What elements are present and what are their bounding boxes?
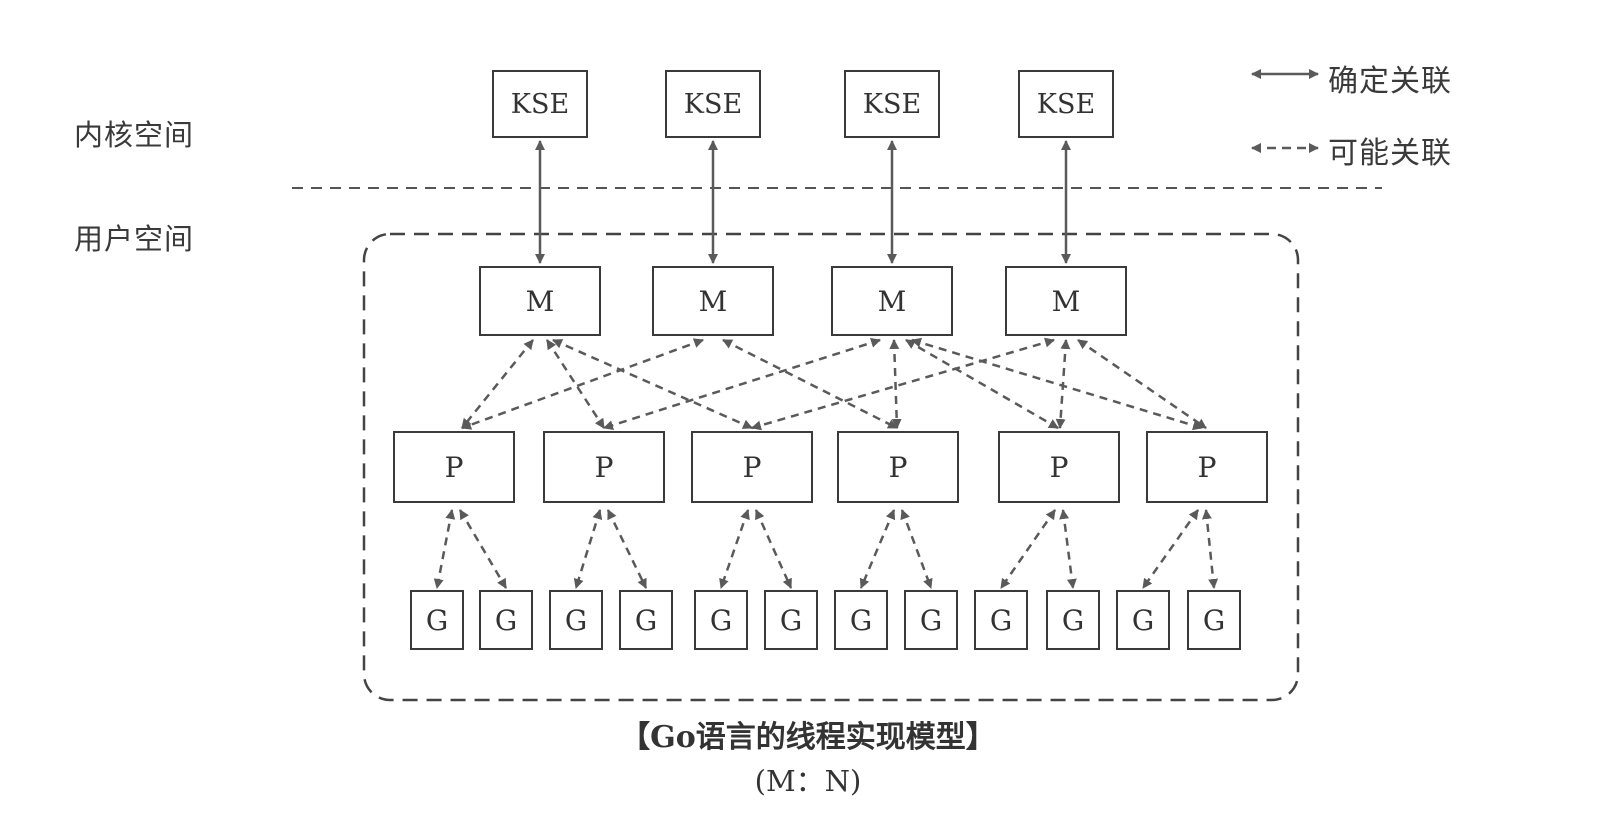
g-node: G (974, 590, 1028, 650)
g-node: G (1187, 590, 1241, 650)
m-p-link (1077, 338, 1207, 430)
kse-node: KSE (665, 70, 761, 138)
g-node: G (1046, 590, 1100, 650)
g-node: G (549, 590, 603, 650)
kse-node: KSE (492, 70, 588, 138)
user-space-label: 用户空间 (74, 222, 195, 256)
g-node: G (619, 590, 673, 650)
m-p-link (905, 338, 1059, 430)
p-g-link (573, 509, 603, 589)
diagram-subtitle: (M：N) (754, 764, 862, 798)
user-space-container (362, 232, 1300, 702)
m-p-link (911, 337, 1203, 431)
kse-node: KSE (1018, 70, 1114, 138)
p-g-link (1059, 509, 1077, 589)
m-node: M (1005, 266, 1127, 336)
g-node: G (410, 590, 464, 650)
m-node: M (479, 266, 601, 336)
g-node: G (694, 590, 748, 650)
kse-node: KSE (844, 70, 940, 138)
m-p-link (751, 337, 1055, 431)
m-p-link (603, 337, 881, 431)
legend-dashed-label: 可能关联 (1328, 136, 1452, 171)
diagram-title: 【Go语言的线程实现模型】 (620, 720, 996, 755)
legend-solid-label: 确定关联 (1328, 64, 1452, 99)
g-node: G (479, 590, 533, 650)
p-g-link (1141, 509, 1200, 589)
p-g-link (606, 509, 648, 589)
p-g-link (900, 509, 933, 589)
p-node: P (543, 431, 665, 503)
m-p-link (545, 339, 606, 429)
m-node: M (652, 266, 774, 336)
kse-m-links (535, 140, 1071, 264)
p-g-links (433, 509, 1219, 589)
p-node: P (691, 431, 813, 503)
g-node: G (834, 590, 888, 650)
kernel-space-label: 内核空间 (74, 118, 195, 152)
p-node: P (393, 431, 515, 503)
m-p-link (461, 339, 534, 429)
g-node: G (764, 590, 818, 650)
m-node: M (831, 266, 953, 336)
p-g-link (1201, 509, 1219, 589)
g-node: G (1116, 590, 1170, 650)
p-node: P (1146, 431, 1268, 503)
m-p-link (889, 339, 902, 429)
p-g-link (859, 509, 896, 589)
m-p-links (461, 337, 1207, 431)
p-g-link (754, 509, 793, 589)
p-g-link (719, 509, 750, 589)
p-node: P (998, 431, 1120, 503)
p-g-link (999, 509, 1057, 589)
p-g-link (458, 509, 508, 589)
m-p-link (722, 338, 898, 430)
p-node: P (837, 431, 959, 503)
g-node: G (904, 590, 958, 650)
p-g-link (433, 509, 456, 589)
